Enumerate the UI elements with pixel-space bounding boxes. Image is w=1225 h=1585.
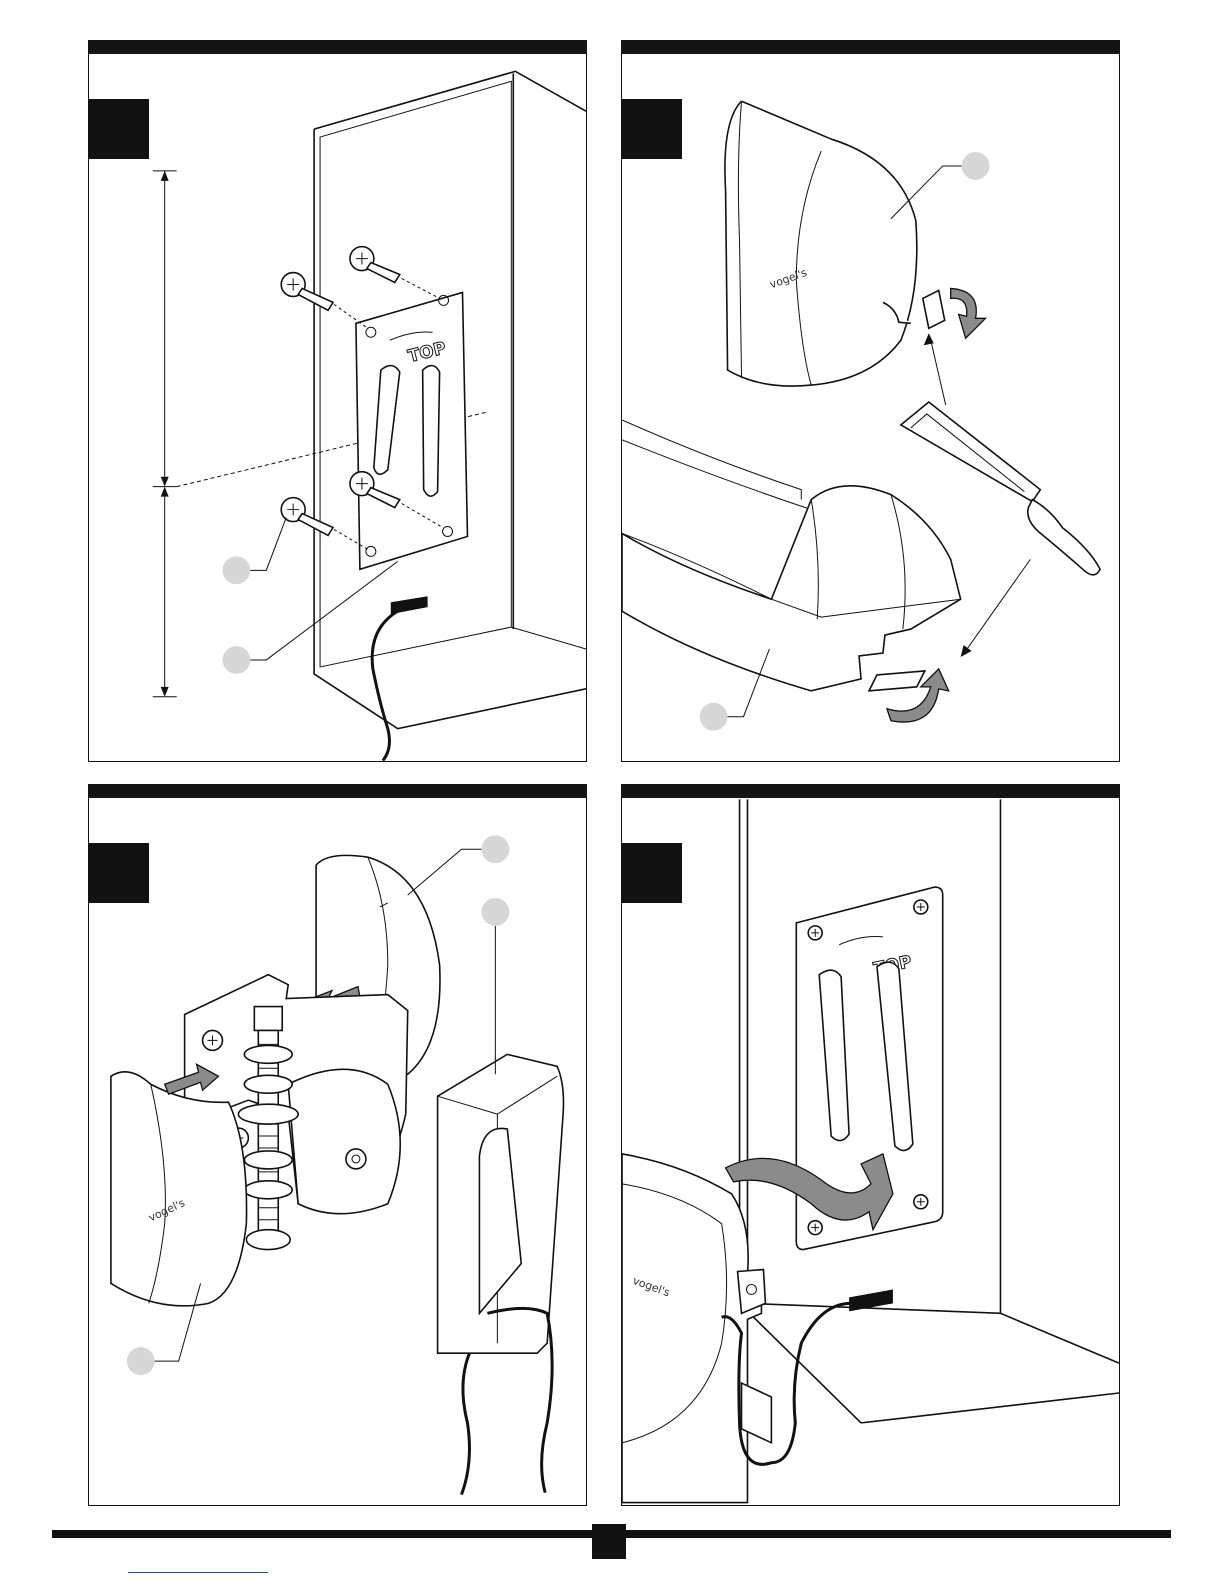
panel-step-4: TOP vogel's xyxy=(621,784,1120,1506)
cable xyxy=(462,1353,470,1494)
base-cover xyxy=(438,1054,564,1353)
knockout xyxy=(923,290,945,328)
cable xyxy=(372,611,398,760)
cut-piece xyxy=(869,671,925,691)
panel-step-3: vogel's xyxy=(88,784,587,1506)
wall-plate-illustration: TOP xyxy=(89,41,586,761)
assembly-illustration: vogel's xyxy=(89,785,586,1505)
callout-marker xyxy=(481,898,509,926)
footer-link-underline[interactable] xyxy=(128,1572,268,1573)
screw xyxy=(281,273,368,329)
callout-marker xyxy=(222,556,250,584)
bracket: vogel's xyxy=(622,1154,771,1503)
callout-marker xyxy=(962,152,990,180)
cover-half: vogel's xyxy=(725,101,917,386)
screw xyxy=(350,247,440,299)
callout-marker xyxy=(127,1347,155,1375)
callout-marker xyxy=(700,703,728,731)
panel-step-1: TOP xyxy=(88,40,587,762)
callout-marker xyxy=(481,835,509,863)
mounting-illustration: TOP vogel's xyxy=(622,785,1119,1505)
base-cover xyxy=(622,420,961,691)
wall-plate: TOP xyxy=(356,292,468,569)
rotate-arrow xyxy=(951,288,986,338)
panel-step-2: vogel's xyxy=(621,40,1120,762)
cover-trimming-illustration: vogel's xyxy=(622,41,1119,761)
screw xyxy=(281,498,368,550)
cover-half: vogel's xyxy=(111,1072,247,1306)
callout-marker xyxy=(222,646,250,674)
page-number-box xyxy=(592,1524,626,1559)
